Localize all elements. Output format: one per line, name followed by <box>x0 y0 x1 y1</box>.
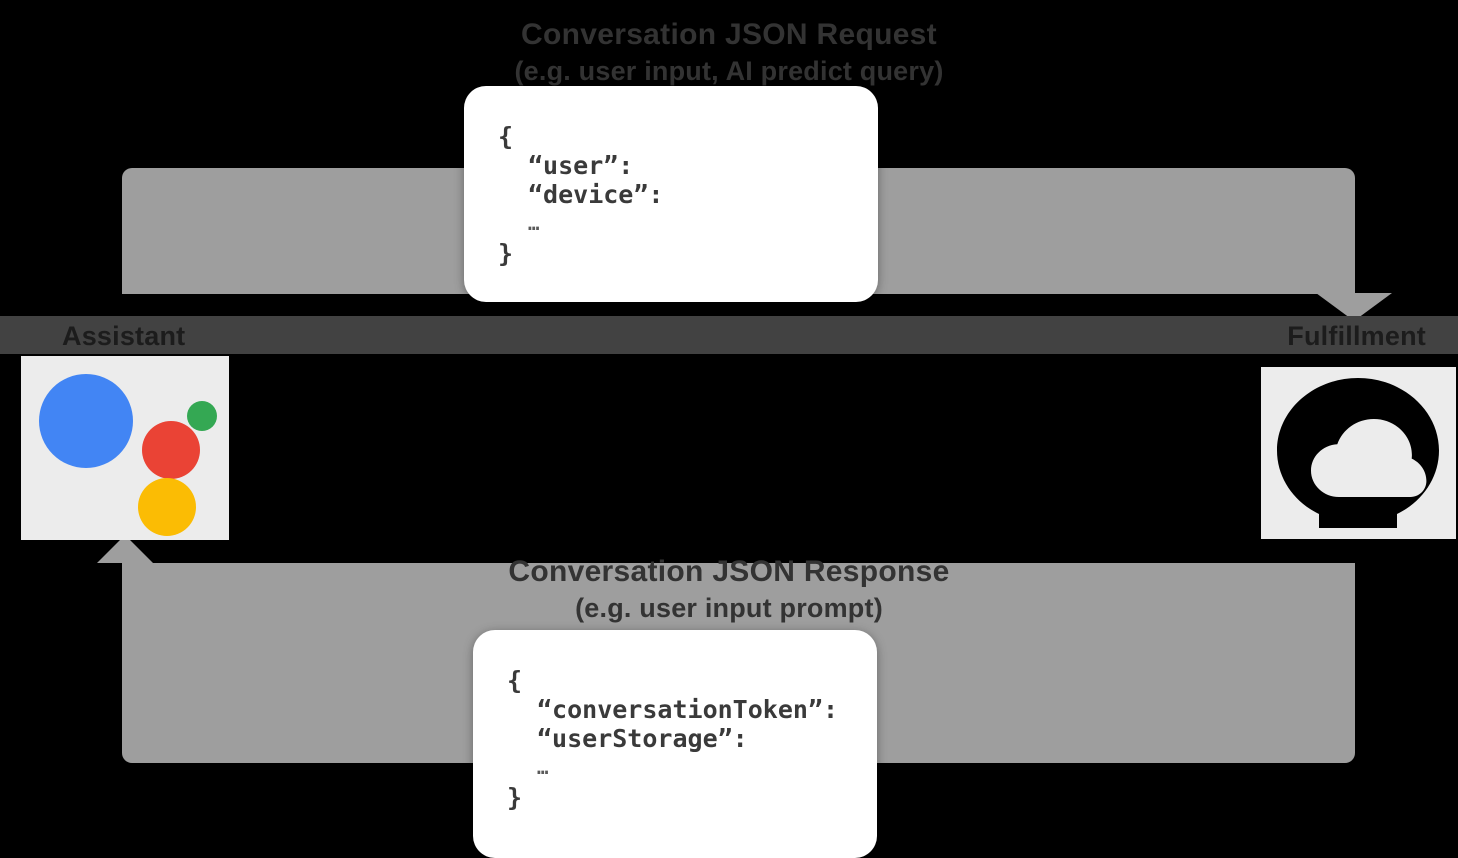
request-json-open-brace: { <box>498 122 514 151</box>
request-json-card: { “user”: “device”: … } <box>464 86 878 302</box>
response-json-ellipsis: … <box>537 757 549 779</box>
request-json-ellipsis: … <box>528 213 540 235</box>
request-flow-title: Conversation JSON Request (e.g. user inp… <box>0 16 1458 88</box>
request-title-line2: (e.g. user input, AI predict query) <box>514 56 944 86</box>
google-assistant-icon <box>21 356 229 540</box>
request-title-line1: Conversation JSON Request <box>521 18 937 51</box>
request-json-key-user: “user”: <box>528 151 634 180</box>
assistant-dot-red-icon <box>142 421 200 479</box>
request-json-close-brace: } <box>498 239 514 268</box>
fulfillment-label: Fulfillment <box>1287 321 1426 351</box>
assistant-dot-green-icon <box>187 401 217 431</box>
assistant-dot-yellow-icon <box>138 478 196 536</box>
center-divider-strip <box>0 316 1458 354</box>
assistant-label: Assistant <box>62 321 186 351</box>
cloud-function-tile <box>1261 367 1456 539</box>
assistant-dot-blue-icon <box>39 374 133 468</box>
response-json-open-brace: { <box>507 666 523 695</box>
response-json-card: { “conversationToken”: “userStorage”: … … <box>473 630 877 858</box>
cloud-function-icon <box>1277 378 1439 528</box>
response-json-key-conversation-token: “conversationToken”: <box>537 695 839 724</box>
response-json-key-user-storage: “userStorage”: <box>537 724 748 753</box>
response-json-close-brace: } <box>507 783 523 812</box>
request-json-key-device: “device”: <box>528 180 664 209</box>
